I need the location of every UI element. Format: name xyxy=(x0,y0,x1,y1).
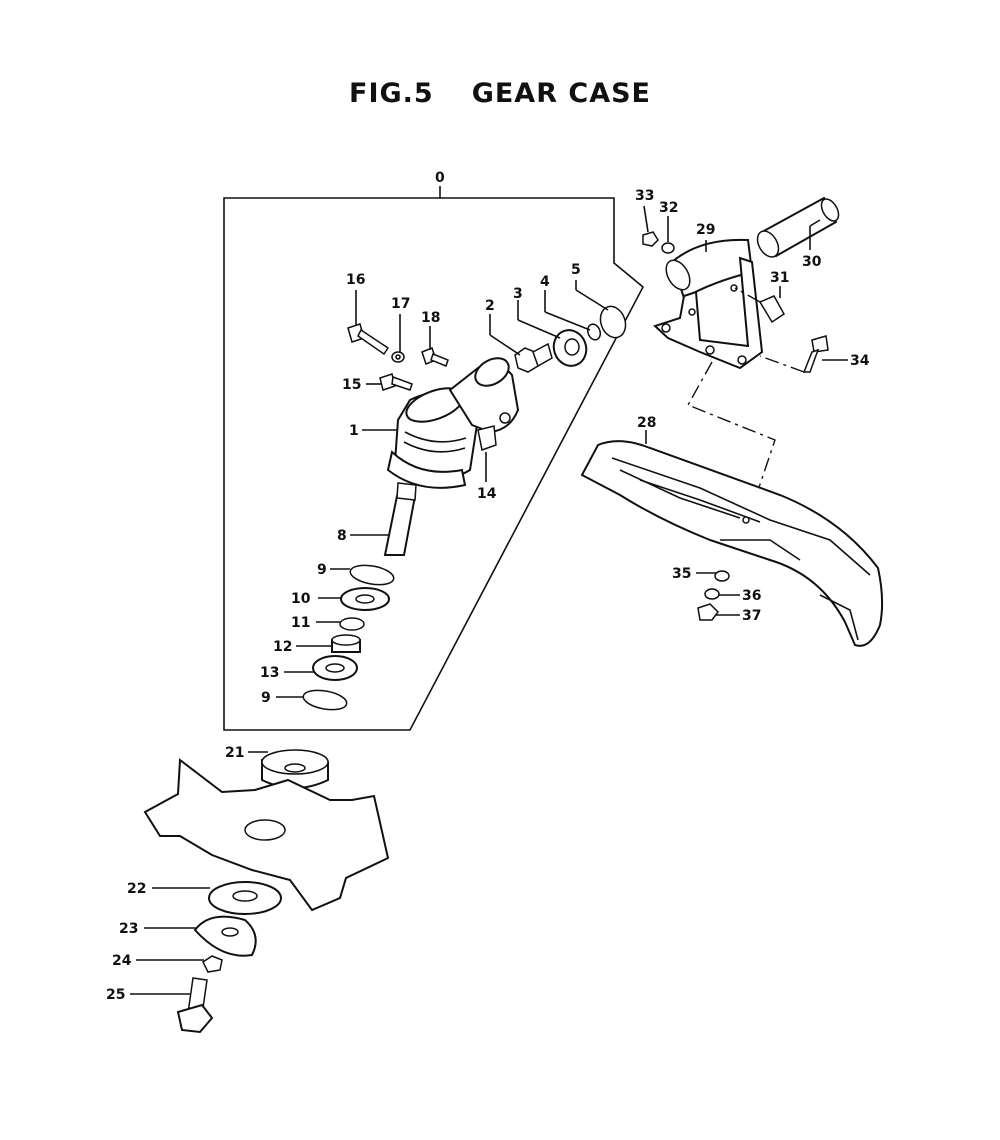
washer-35 xyxy=(714,570,730,582)
bolt-15 xyxy=(379,373,413,391)
spacer-12 xyxy=(331,634,361,653)
callout-10: 10 xyxy=(291,591,311,607)
assembly-boundary xyxy=(223,197,645,731)
callout-23: 23 xyxy=(119,921,138,937)
nut-33 xyxy=(642,231,659,247)
snap-ring-9-lower xyxy=(302,689,348,711)
bolt-16 xyxy=(347,323,390,356)
callout-36: 36 xyxy=(742,588,761,604)
figure-title: FIG.5 GEAR CASE xyxy=(0,78,1000,109)
callout-15: 15 xyxy=(342,377,361,393)
bearing-13 xyxy=(312,655,358,681)
callout-12: 12 xyxy=(273,639,292,655)
callout-25: 25 xyxy=(106,987,125,1003)
callout-35: 35 xyxy=(672,566,691,582)
sleeve-30 xyxy=(756,196,840,258)
assembly-line-34 xyxy=(759,355,805,373)
callout-34: 34 xyxy=(850,353,870,369)
bolt-34 xyxy=(802,335,829,373)
callout-9-lower: 9 xyxy=(261,690,271,706)
pinion-gear-2 xyxy=(514,342,553,373)
callout-13: 13 xyxy=(260,665,279,681)
ring-11 xyxy=(339,617,365,631)
bolt-25 xyxy=(176,977,214,1034)
callout-17: 17 xyxy=(391,296,410,312)
bearing-10 xyxy=(340,587,390,611)
washer-22 xyxy=(208,881,282,915)
cutting-blade xyxy=(143,758,390,912)
callout-labels: 0 16 17 18 15 1 2 3 4 5 14 8 9 10 11 12 … xyxy=(106,170,870,1003)
washer-32 xyxy=(661,242,675,254)
callout-1: 1 xyxy=(349,423,359,439)
callout-37: 37 xyxy=(742,608,761,624)
ring-4 xyxy=(586,323,602,341)
guard-bracket-29 xyxy=(653,238,764,370)
callout-9-upper: 9 xyxy=(317,562,327,578)
callout-0: 0 xyxy=(435,170,445,186)
callout-2: 2 xyxy=(485,298,495,314)
guard-28 xyxy=(580,440,884,647)
lock-washer-24 xyxy=(202,955,223,973)
callout-29: 29 xyxy=(696,222,715,238)
callout-16: 16 xyxy=(346,272,365,288)
bearing-3 xyxy=(552,329,588,367)
callout-8: 8 xyxy=(337,528,347,544)
callout-28: 28 xyxy=(637,415,656,431)
shaft-8 xyxy=(383,482,417,556)
callout-18: 18 xyxy=(421,310,440,326)
callout-32: 32 xyxy=(659,200,678,216)
callout-30: 30 xyxy=(802,254,822,270)
callout-31: 31 xyxy=(770,270,789,286)
bolt-31 xyxy=(734,287,785,324)
bolt-18 xyxy=(421,347,449,367)
cover-23 xyxy=(193,915,257,957)
callout-33: 33 xyxy=(635,188,654,204)
callout-3: 3 xyxy=(513,286,523,302)
callout-14: 14 xyxy=(477,486,497,502)
blade-holder-21 xyxy=(261,749,329,789)
callout-22: 22 xyxy=(127,881,146,897)
callout-11: 11 xyxy=(291,615,310,631)
callout-24: 24 xyxy=(112,953,132,969)
callout-5: 5 xyxy=(571,262,581,278)
figure-name: GEAR CASE xyxy=(471,78,651,109)
callout-4: 4 xyxy=(540,274,550,290)
washer-17 xyxy=(391,351,405,363)
snap-ring-9-upper xyxy=(349,564,395,586)
callout-21: 21 xyxy=(225,745,244,761)
figure-number: FIG.5 xyxy=(349,78,434,109)
nut-37 xyxy=(697,603,719,621)
lock-washer-36 xyxy=(704,588,720,600)
gear-case-housing xyxy=(386,357,520,489)
snap-ring-5 xyxy=(599,305,627,339)
leader-lines xyxy=(130,186,848,995)
